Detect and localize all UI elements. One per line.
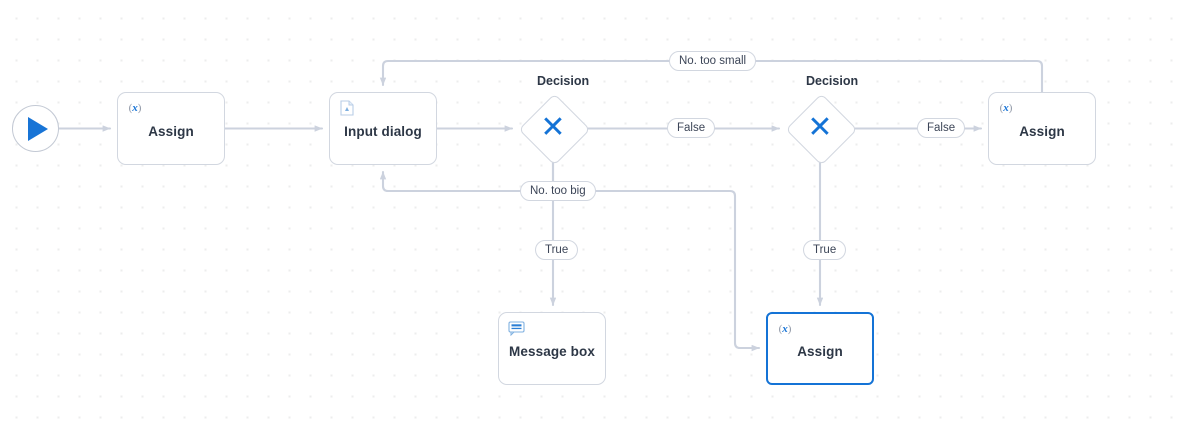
node-assign-1[interactable]: (x) Assign [117, 92, 225, 165]
edge-label-false-1[interactable]: False [667, 118, 716, 138]
play-icon [28, 116, 48, 141]
node-label: Assign [797, 344, 843, 359]
decision-1-title: Decision [537, 74, 590, 88]
start-node[interactable] [12, 105, 59, 152]
node-decision-2[interactable]: ✕ [784, 92, 858, 166]
node-input-dialog[interactable]: Input dialog [329, 92, 437, 165]
x-icon: ✕ [807, 110, 833, 145]
node-label: Assign [148, 124, 194, 139]
assign-variable-icon: (x) [999, 101, 1013, 114]
node-assign-2[interactable]: (x) Assign [988, 92, 1096, 165]
edge-no-too-big-branch-to-assign3 [551, 189, 761, 352]
node-label: Input dialog [344, 124, 422, 139]
document-icon [338, 99, 356, 117]
x-icon: ✕ [540, 110, 566, 145]
edge-label-true-2[interactable]: True [803, 240, 847, 260]
decision-2-title: Decision [806, 74, 859, 88]
assign-variable-icon: (x) [128, 101, 142, 114]
assign-variable-icon: (x) [778, 322, 792, 335]
node-decision-1[interactable]: ✕ [517, 92, 591, 166]
node-message-box[interactable]: Message box [498, 312, 606, 385]
edge-label-no-too-big[interactable]: No. too big [520, 181, 596, 201]
node-label: Message box [509, 344, 595, 359]
message-icon [507, 319, 525, 337]
edge-label-false-2[interactable]: False [917, 118, 966, 138]
node-assign-3-selected[interactable]: (x) Assign [766, 312, 874, 385]
edge-label-no-too-small[interactable]: No. too small [669, 51, 757, 71]
edge-label-true-1[interactable]: True [535, 240, 579, 260]
node-label: Assign [1019, 124, 1065, 139]
